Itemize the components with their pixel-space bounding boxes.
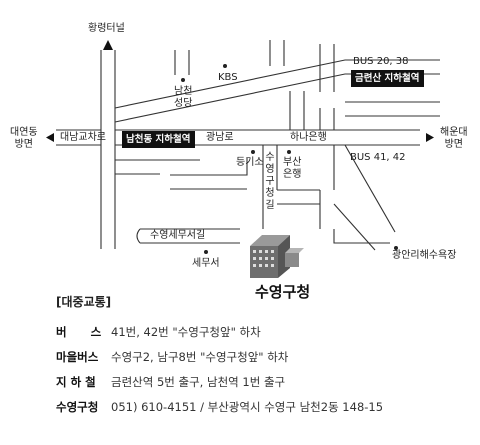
label-gwangnamro: 광남로 [206,132,234,143]
row-text: 051) 610-4151 / 부산광역시 수영구 남천2동 148-15 [111,399,384,414]
row-label: 마을버스 [56,349,99,364]
row-text: 금련산역 5번 출구, 남천역 1번 출구 [111,374,286,389]
row-label: 버 스 [56,324,102,339]
row-label: 수영구청 [56,399,99,414]
label-gwangalli-beach: 광안리해수욕장 [392,250,457,261]
direction-daeyeon: 대연동 방면 [10,127,38,150]
label-bus-top: BUS 20, 38 [353,56,409,67]
label-bus-mid: BUS 41, 42 [350,152,406,163]
location-map: 황령터널 KBS 남천 성당 BUS 20, 38 금련산 지하철역 대연동 방… [10,23,468,301]
transport-row: 지 하 철 금련산역 5번 출구, 남천역 1번 출구 [56,369,456,394]
transport-row: 버 스 41번, 42번 "수영구청앞" 하차 [56,319,456,344]
direction-daenam-intersection: 대남교차로 [60,132,106,143]
station-namcheon: 남천동 지하철역 [122,131,195,148]
label-kbs: KBS [218,72,238,83]
label-hwangnyeong-tunnel: 황령터널 [88,23,125,34]
station-geumnyeonsan: 금련산 지하철역 [351,70,424,87]
transport-row: 마을버스 수영구2, 남구8번 "수영구청앞" 하차 [56,344,456,369]
city-hall-building-icon [250,235,304,278]
label-semuseo: 세무서 [192,258,220,269]
destination-title: 수영구청 [255,283,311,301]
row-label: 지 하 철 [56,374,96,389]
label-namcheon-seongdang: 남천 성당 [174,86,193,109]
transport-row: 수영구청 051) 610-4151 / 부산광역시 수영구 남천2동 148-… [56,394,456,419]
label-suyeong-semuseo-gil: 수영세무서길 [150,230,206,241]
label-suyeong-gucheong-gil: 수 영 구 청 길 [265,152,275,211]
direction-haeundae: 해운대 방면 [440,127,468,150]
label-busan-bank: 부산 은행 [283,157,302,180]
public-transport-info: [대중교통] 버 스 41번, 42번 "수영구청앞" 하차 마을버스 수영구2… [56,293,456,419]
row-text: 수영구2, 남구8번 "수영구청앞" 하차 [111,349,289,364]
row-text: 41번, 42번 "수영구청앞" 하차 [111,324,261,339]
transport-heading: [대중교통] [56,295,112,309]
label-gigisso: 등기소 [236,157,264,168]
label-hana-bank: 하나은행 [290,132,327,143]
